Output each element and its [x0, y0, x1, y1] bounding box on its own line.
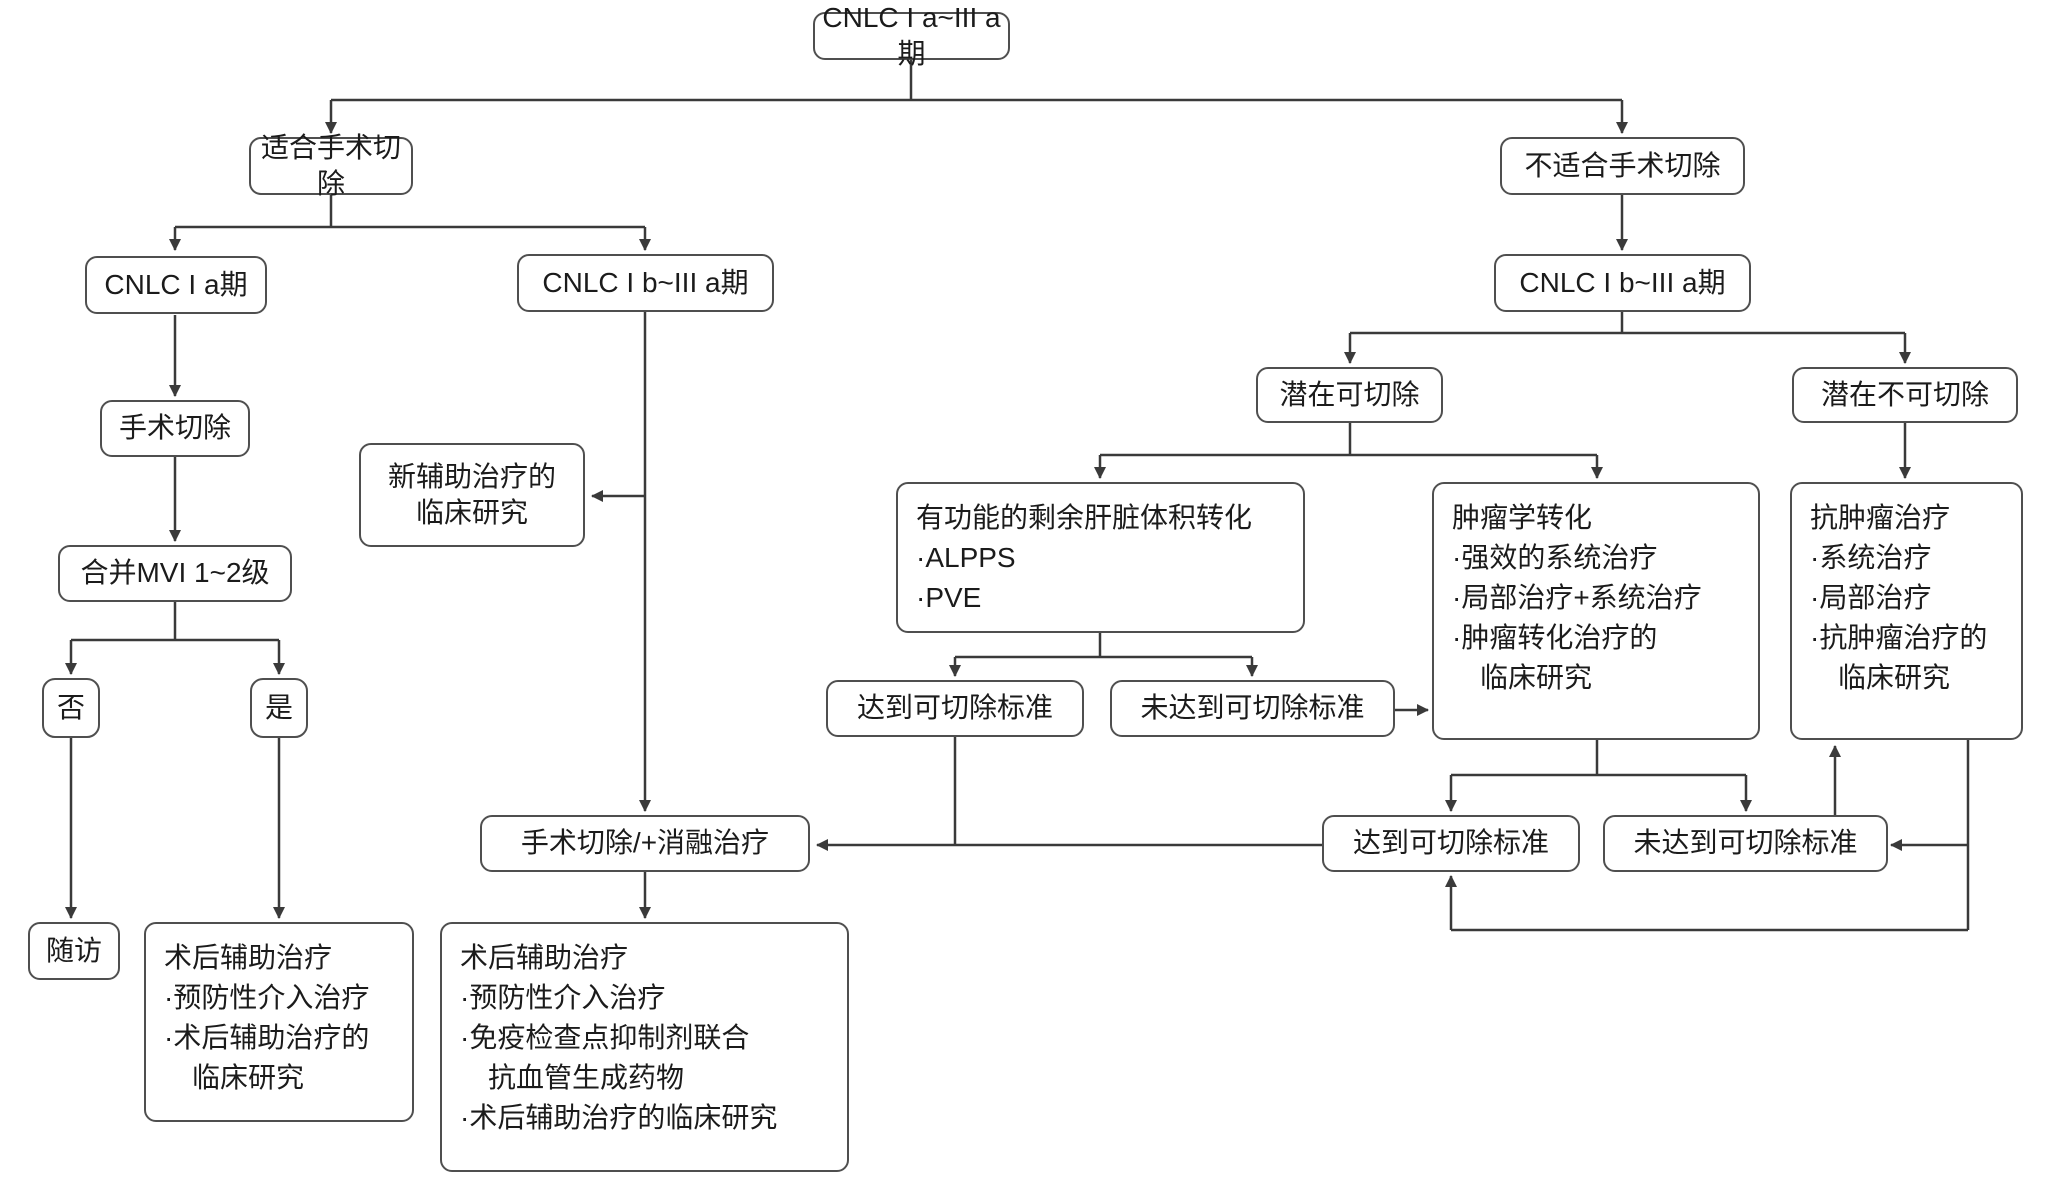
node-not-meets-resectable-criteria-right: 未达到可切除标准	[1603, 815, 1888, 872]
node-meets-resectable-criteria-left: 达到可切除标准	[826, 680, 1084, 737]
node-meets-resectable-criteria-left-label: 达到可切除标准	[856, 692, 1053, 724]
node-cnlc-ib-iiia-left: CNLC I b~III a期	[517, 254, 774, 312]
node-potentially-resectable-label: 潜在可切除	[1279, 378, 1420, 410]
node-no-label: 否	[56, 691, 85, 723]
node-cnlc-ia: CNLC I a期	[85, 256, 267, 314]
node-not-meets-resectable-criteria-left-label: 未达到可切除标准	[1140, 692, 1365, 724]
node-flr-volume-conversion-text: 有功能的剩余肝脏体积转化 ·ALPPS ·PVE	[916, 502, 1253, 613]
node-cnlc-stage-root: CNLC I a~III a期	[813, 2, 1010, 69]
node-oncologic-conversion: 肿瘤学转化 ·强效的系统治疗 ·局部治疗+系统治疗 ·肿瘤转化治疗的 临床研究	[1432, 482, 1760, 740]
node-fit-for-surgery-label: 适合手术切除	[260, 131, 401, 199]
node-postop-adjuvant-left-text: 术后辅助治疗 ·预防性介入治疗 ·术后辅助治疗的 临床研究	[164, 942, 370, 1093]
node-cnlc-ib-iiia-left-label: CNLC I b~III a期	[542, 266, 749, 298]
node-fit-for-surgery: 适合手术切除	[249, 132, 413, 199]
node-followup-label: 随访	[45, 934, 102, 966]
node-cnlc-ib-iiia-right: CNLC I b~III a期	[1494, 254, 1751, 312]
node-postop-adjuvant-left: 术后辅助治疗 ·预防性介入治疗 ·术后辅助治疗的 临床研究	[144, 922, 414, 1122]
node-neoadjuvant-trial-label: 新辅助治疗的 临床研究	[387, 460, 556, 528]
node-resection-ablation-label: 手术切除/+消融治疗	[520, 827, 770, 859]
node-mvi-grade-label: 合并MVI 1~2级	[80, 557, 270, 589]
node-potentially-resectable: 潜在可切除	[1256, 367, 1443, 423]
node-antitumor-therapy-text: 抗肿瘤治疗 ·系统治疗 ·局部治疗 ·抗肿瘤治疗的 临床研究	[1810, 502, 1988, 693]
node-surgical-resection: 手术切除	[100, 400, 250, 457]
node-no: 否	[42, 678, 100, 738]
node-flr-volume-conversion: 有功能的剩余肝脏体积转化 ·ALPPS ·PVE	[896, 482, 1305, 633]
node-potentially-unresectable: 潜在不可切除	[1792, 367, 2018, 423]
node-meets-resectable-criteria-right: 达到可切除标准	[1322, 815, 1580, 872]
node-neoadjuvant-trial: 新辅助治疗的 临床研究	[359, 443, 585, 547]
node-resection-ablation: 手术切除/+消融治疗	[480, 815, 810, 872]
node-not-meets-resectable-criteria-left: 未达到可切除标准	[1110, 680, 1395, 737]
node-potentially-unresectable-label: 潜在不可切除	[1820, 378, 1989, 410]
node-cnlc-stage-root-label: CNLC I a~III a期	[822, 1, 1001, 69]
node-antitumor-therapy: 抗肿瘤治疗 ·系统治疗 ·局部治疗 ·抗肿瘤治疗的 临床研究	[1790, 482, 2023, 740]
node-postop-adjuvant-mid: 术后辅助治疗 ·预防性介入治疗 ·免疫检查点抑制剂联合 抗血管生成药物 ·术后辅…	[440, 922, 849, 1172]
node-yes: 是	[250, 678, 308, 738]
node-surgical-resection-label: 手术切除	[118, 412, 231, 444]
node-yes-label: 是	[264, 691, 293, 723]
node-followup: 随访	[28, 922, 120, 980]
node-mvi-grade: 合并MVI 1~2级	[58, 545, 292, 602]
node-postop-adjuvant-mid-text: 术后辅助治疗 ·预防性介入治疗 ·免疫检查点抑制剂联合 抗血管生成药物 ·术后辅…	[460, 942, 778, 1133]
node-not-meets-resectable-criteria-right-label: 未达到可切除标准	[1633, 827, 1858, 859]
node-cnlc-ib-iiia-right-label: CNLC I b~III a期	[1519, 266, 1726, 298]
node-cnlc-ia-label: CNLC I a期	[104, 268, 248, 300]
node-oncologic-conversion-text: 肿瘤学转化 ·强效的系统治疗 ·局部治疗+系统治疗 ·肿瘤转化治疗的 临床研究	[1452, 502, 1702, 693]
node-meets-resectable-criteria-right-label: 达到可切除标准	[1352, 827, 1549, 859]
node-unfit-for-surgery: 不适合手术切除	[1500, 137, 1745, 195]
node-unfit-for-surgery-label: 不适合手术切除	[1524, 149, 1721, 181]
